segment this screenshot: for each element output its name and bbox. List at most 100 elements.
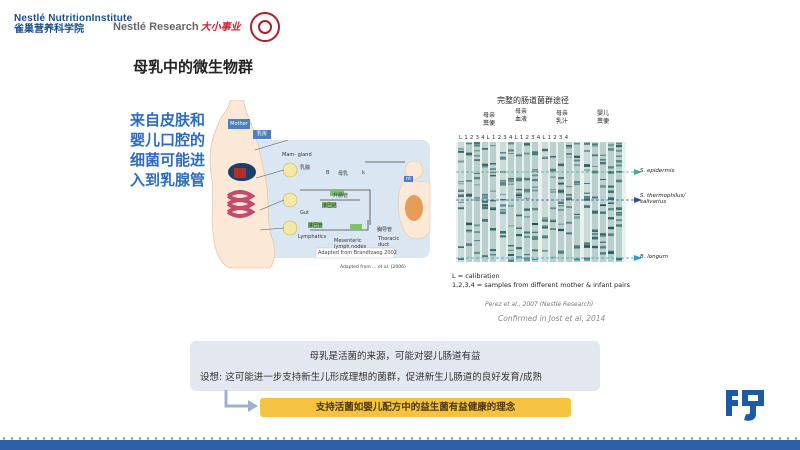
gel-band xyxy=(524,253,530,256)
gel-band xyxy=(482,148,488,150)
gel-band xyxy=(524,208,530,211)
bar-dot xyxy=(146,437,150,440)
bar-dot xyxy=(682,437,686,440)
university-seal-icon xyxy=(250,12,280,42)
gel-band xyxy=(532,231,538,233)
gel-band xyxy=(558,177,564,180)
gel-lane xyxy=(508,142,514,262)
gel-band xyxy=(608,197,614,200)
bar-dot xyxy=(394,437,398,440)
bar-dot xyxy=(554,437,558,440)
lymph-label: Lymphatics xyxy=(298,234,327,240)
gel-band xyxy=(482,255,488,257)
gel-band xyxy=(600,233,606,236)
bar-dot xyxy=(514,437,518,440)
gel-band xyxy=(516,178,522,182)
bar-dot xyxy=(442,437,446,440)
gel-band xyxy=(532,153,538,156)
gel-band xyxy=(574,181,580,183)
bar-dot xyxy=(234,437,238,440)
gel-band xyxy=(584,150,590,152)
bar-dot xyxy=(754,437,758,440)
bar-dot xyxy=(666,437,670,440)
lymph-node xyxy=(282,162,298,178)
gel-band xyxy=(566,156,572,158)
gel-band xyxy=(574,216,580,219)
gel-band xyxy=(490,190,496,192)
gel-band xyxy=(508,204,514,207)
gel-band xyxy=(524,197,530,199)
bar-dot xyxy=(354,437,358,440)
gel-lane xyxy=(474,142,480,262)
bar-dot xyxy=(610,437,614,440)
gel-band xyxy=(500,205,506,207)
nni-logo-line1: Nestlé NutritionInstitute xyxy=(14,13,133,24)
source-caption-box xyxy=(315,247,395,259)
gel-band xyxy=(592,196,598,199)
bar-dot xyxy=(170,437,174,440)
citation-jost: Confirmed in Jost et al, 2014 xyxy=(498,314,606,323)
gel-band xyxy=(600,245,606,248)
gel-band xyxy=(466,230,472,233)
gel-band xyxy=(592,166,598,167)
b-label: B xyxy=(326,170,330,176)
bar-dot xyxy=(602,437,606,440)
bar-dot xyxy=(402,437,406,440)
bar-dot xyxy=(714,437,718,440)
gel-band xyxy=(508,183,514,185)
bar-dot xyxy=(658,437,662,440)
gel-band xyxy=(466,222,472,226)
gel-band xyxy=(532,169,538,171)
gel-band xyxy=(616,179,622,183)
bar-dot xyxy=(162,437,166,440)
gel-band xyxy=(482,165,488,168)
bacteria-route-line: 入到乳腺管 xyxy=(130,171,206,189)
bar-dot xyxy=(346,437,350,440)
gel-band xyxy=(542,235,548,238)
gel-band xyxy=(608,233,614,237)
bar-dot xyxy=(450,437,454,440)
gel-band xyxy=(458,147,464,151)
bar-dot xyxy=(330,437,334,440)
gel-band xyxy=(558,209,564,211)
gel-band xyxy=(508,142,514,145)
gel-band xyxy=(616,257,622,260)
gel-band xyxy=(490,200,496,202)
gel-band xyxy=(490,171,496,174)
mimu-label: 母乳 xyxy=(338,171,349,177)
gel-band xyxy=(608,217,614,220)
pathway-marker xyxy=(330,190,344,196)
bar-dot xyxy=(522,437,526,440)
gel-band xyxy=(508,249,514,251)
gel-band xyxy=(490,228,496,231)
gel-lane xyxy=(500,142,506,262)
lane-group-label: 母亲 粪便 xyxy=(482,112,495,127)
nestle-nutrition-institute-logo: Nestlé NutritionInstitute 雀巢营养科学院 xyxy=(14,13,133,35)
gel-band xyxy=(474,154,480,157)
gel-band xyxy=(574,142,580,145)
bar-dot xyxy=(322,437,326,440)
gel-band xyxy=(500,179,506,181)
gel-lane xyxy=(466,142,472,262)
gel-band xyxy=(592,143,598,146)
bar-dot xyxy=(290,437,294,440)
bar-dot xyxy=(266,437,270,440)
gel-lane xyxy=(532,142,538,262)
gel-band xyxy=(550,256,556,258)
gel-band xyxy=(584,259,590,261)
gel-lane xyxy=(516,142,522,262)
gel-band xyxy=(616,149,622,152)
bar-dot xyxy=(418,437,422,440)
gel-band xyxy=(466,193,472,196)
gel-lane xyxy=(616,142,622,262)
gel-band xyxy=(524,257,530,260)
gel-band xyxy=(616,155,622,157)
gel-band xyxy=(608,208,614,211)
gel-band xyxy=(608,166,614,169)
gel-band xyxy=(574,246,580,249)
bar-dot xyxy=(618,437,622,440)
gel-band xyxy=(600,211,606,214)
bar-dot xyxy=(434,437,438,440)
gel-band xyxy=(516,234,522,237)
